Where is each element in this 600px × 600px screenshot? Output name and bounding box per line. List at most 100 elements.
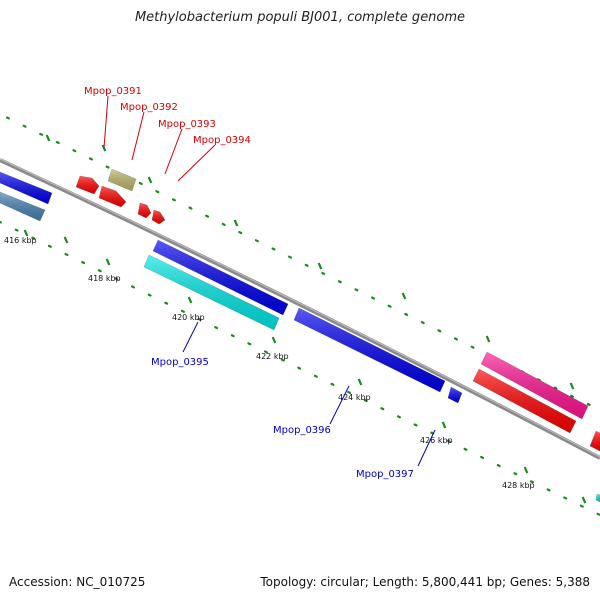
gene-label-mpop-0393[interactable]: Mpop_0393 xyxy=(158,119,216,130)
guide-dot xyxy=(64,252,69,257)
major-tick xyxy=(23,229,29,237)
tick-label-420: 420 kbp xyxy=(172,313,205,322)
guide-dot xyxy=(354,288,359,292)
guide-dot xyxy=(337,280,342,284)
accession-label: Accession: NC_010725 xyxy=(9,575,146,589)
guide-dot xyxy=(304,263,309,267)
guide-dot xyxy=(39,132,44,136)
leader-line-0394 xyxy=(177,144,216,182)
major-tick xyxy=(271,336,277,344)
guide-dot xyxy=(14,228,19,232)
gene-steelblue-left[interactable] xyxy=(0,191,46,222)
gene-label-mpop-0391[interactable]: Mpop_0391 xyxy=(84,86,142,97)
guide-dot xyxy=(313,374,318,378)
guide-dot xyxy=(579,504,584,508)
guide-dot xyxy=(55,141,60,145)
gene-blue-left-shade xyxy=(0,172,52,204)
guide-dot xyxy=(6,116,10,120)
leader-line-0392 xyxy=(131,111,145,161)
gene-blue-long-2-shade xyxy=(294,308,445,392)
major-tick xyxy=(105,258,111,266)
guide-dot xyxy=(254,239,259,243)
guide-dot xyxy=(529,480,534,484)
guide-dot xyxy=(97,269,102,273)
gene-red-2-shade xyxy=(99,186,126,207)
gene-khaki[interactable] xyxy=(107,168,137,192)
guide-dot xyxy=(47,244,52,248)
guide-dot xyxy=(214,325,219,330)
major-tick xyxy=(401,292,407,300)
gene-label-mpop-0394[interactable]: Mpop_0394 xyxy=(193,135,251,146)
guide-dot xyxy=(363,399,368,403)
guide-dot xyxy=(164,301,169,305)
major-tick xyxy=(441,421,447,429)
gene-steelblue-left-shade xyxy=(0,192,45,221)
guide-dot xyxy=(81,261,86,265)
gene-blue-long-1-shade xyxy=(153,240,288,315)
guide-dot xyxy=(147,293,152,297)
gene-blue-small-shade xyxy=(448,387,462,403)
gene-red-right[interactable] xyxy=(472,368,577,434)
guide-dot xyxy=(105,165,110,169)
guide-dot xyxy=(470,345,475,349)
gene-red-right-shade xyxy=(473,369,576,433)
gene-label-mpop-0396[interactable]: Mpop_0396 xyxy=(273,425,331,436)
major-tick xyxy=(187,296,193,304)
gene-red-2[interactable] xyxy=(98,185,127,208)
gene-label-mpop-0395[interactable]: Mpop_0395 xyxy=(151,357,209,368)
guide-dot xyxy=(480,455,485,459)
guide-dot xyxy=(155,190,160,194)
gene-blue-long-2[interactable] xyxy=(293,307,446,393)
guide-dot xyxy=(280,358,285,362)
major-tick xyxy=(569,382,575,390)
gene-features xyxy=(0,168,600,503)
guide-dot xyxy=(138,181,143,186)
guide-dot xyxy=(570,394,575,398)
guide-dot xyxy=(263,350,268,354)
outer-dotted-track xyxy=(6,116,591,406)
tick-label-426: 426 kbp xyxy=(420,436,453,445)
guide-dot xyxy=(288,255,293,259)
leader-line-0395 xyxy=(182,321,199,353)
gene-cyan-edge[interactable] xyxy=(595,493,600,503)
major-tick xyxy=(357,378,363,386)
guide-dot xyxy=(496,463,501,468)
gene-red-edge[interactable] xyxy=(589,430,600,452)
guide-dot xyxy=(371,296,376,300)
gene-blue-small[interactable] xyxy=(447,386,463,404)
gene-red-small-1[interactable] xyxy=(137,202,152,219)
guide-dot xyxy=(221,222,226,226)
guide-dot xyxy=(205,214,210,218)
guide-dot xyxy=(563,496,568,500)
guide-dot xyxy=(586,402,591,406)
major-tick xyxy=(147,176,153,184)
tick-label-428: 428 kbp xyxy=(502,481,535,490)
leader-line-0391 xyxy=(103,95,109,149)
guide-dot xyxy=(347,390,352,395)
guide-dot xyxy=(463,447,468,451)
guide-dot xyxy=(396,415,401,419)
gene-cyan-edge-shade xyxy=(596,494,600,502)
gene-cyan-shade xyxy=(144,255,279,330)
inner-dotted-track xyxy=(0,220,600,516)
gene-pink[interactable] xyxy=(480,351,589,420)
guide-dot xyxy=(387,304,392,308)
gene-cyan[interactable] xyxy=(143,254,280,331)
guide-dot xyxy=(31,236,36,240)
gene-blue-left[interactable] xyxy=(0,171,53,205)
reverse-gene-labels: Mpop_0395 Mpop_0396 Mpop_0397 xyxy=(151,321,436,480)
kbp-ticks xyxy=(23,134,587,504)
guide-dot xyxy=(238,231,243,235)
gene-label-mpop-0397[interactable]: Mpop_0397 xyxy=(356,469,414,480)
gene-red-small-2-shade xyxy=(152,210,165,224)
genome-backbone-highlight xyxy=(0,158,600,458)
guide-dot xyxy=(247,342,252,346)
tick-label-416: 416 kbp xyxy=(4,236,37,245)
major-tick xyxy=(45,134,51,142)
gene-red-small-2[interactable] xyxy=(151,209,166,225)
gene-red-1[interactable] xyxy=(75,175,100,195)
gene-label-mpop-0392[interactable]: Mpop_0392 xyxy=(120,102,178,113)
gene-blue-long-1[interactable] xyxy=(152,239,289,316)
genome-summary-label: Topology: circular; Length: 5,800,441 bp… xyxy=(260,575,590,589)
